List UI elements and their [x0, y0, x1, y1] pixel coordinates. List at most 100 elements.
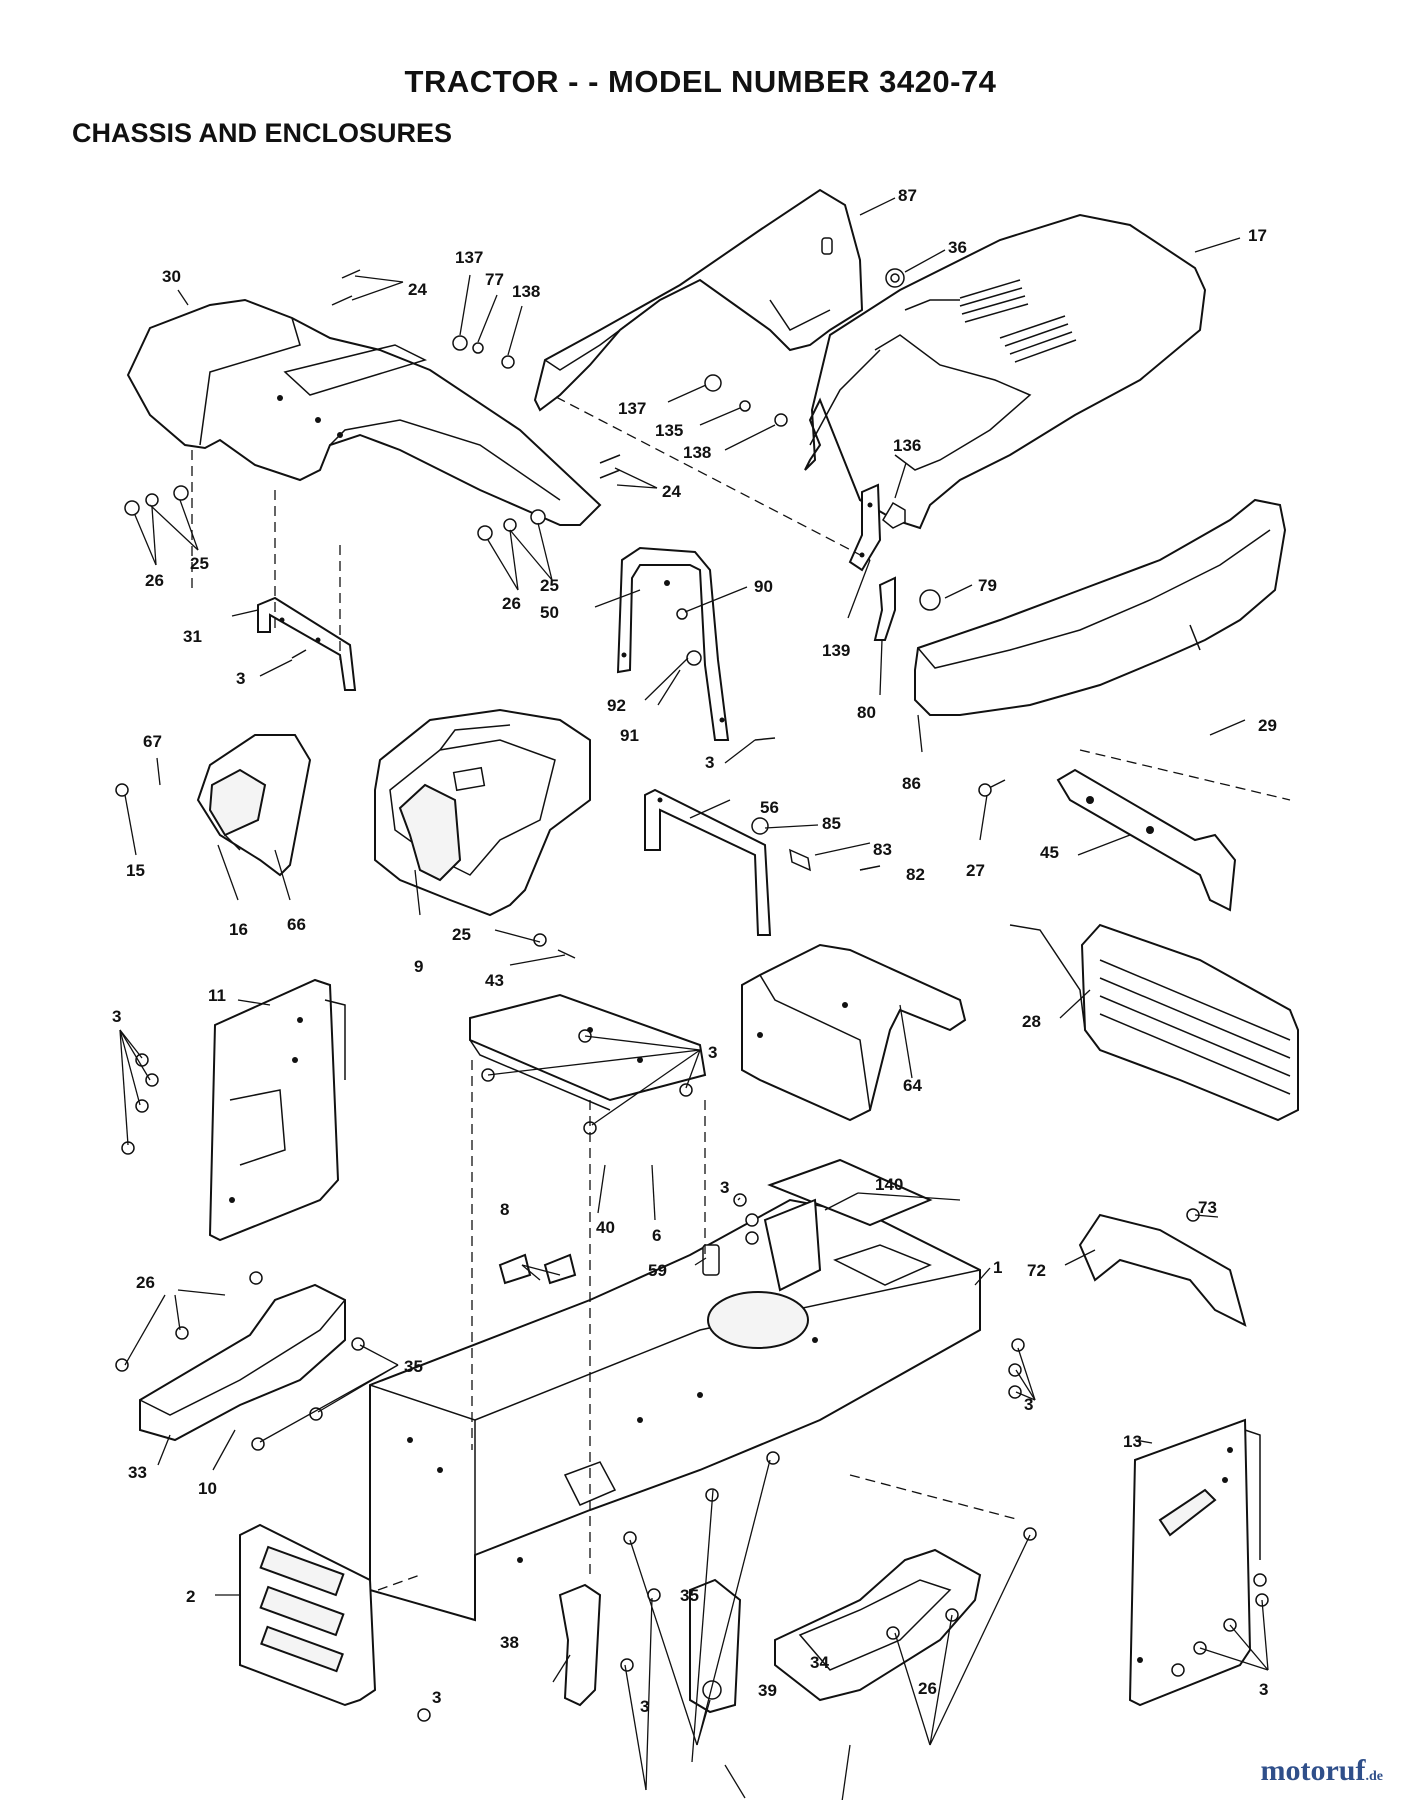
- callout-3: 3: [432, 1688, 441, 1707]
- callout-27: 27: [966, 861, 985, 880]
- callout-38: 38: [500, 1633, 519, 1652]
- callout-83: 83: [873, 840, 892, 859]
- callout-35: 35: [680, 1586, 699, 1605]
- part-87-hood-side-panel: [533, 188, 864, 412]
- callout-135: 135: [655, 421, 683, 440]
- part-17-hood: [804, 213, 1207, 530]
- watermark-suffix: .de: [1365, 1769, 1384, 1784]
- callout-17: 17: [1248, 226, 1267, 245]
- callout-31: 31: [183, 627, 202, 646]
- part-50-dash-bracket: [616, 546, 730, 741]
- callout-3: 3: [112, 1007, 121, 1026]
- callout-3: 3: [1259, 1680, 1268, 1699]
- callout-3: 3: [236, 669, 245, 688]
- callout-90: 90: [754, 577, 773, 596]
- callout-138: 138: [512, 282, 540, 301]
- section-title: CHASSIS AND ENCLOSURES: [72, 118, 453, 148]
- callout-72: 72: [1027, 1261, 1046, 1280]
- callout-15: 15: [126, 861, 145, 880]
- callout-6: 6: [652, 1226, 661, 1245]
- part-140-bracket: [763, 1198, 822, 1292]
- callout-91: 91: [620, 726, 639, 745]
- part-38-bracket: [558, 1583, 602, 1707]
- callout-9: 9: [414, 957, 423, 976]
- callout-40: 40: [596, 1218, 615, 1237]
- alignment-lines: [191, 396, 1291, 1591]
- callout-139: 139: [822, 641, 850, 660]
- part-56-bracket: [644, 788, 772, 936]
- callout-73: 73: [1198, 1198, 1217, 1217]
- callout-3: 3: [705, 753, 714, 772]
- callout-43: 43: [485, 971, 504, 990]
- callout-24: 24: [662, 482, 681, 501]
- callout-16: 16: [229, 920, 248, 939]
- callout-64: 64: [903, 1076, 922, 1095]
- callout-82: 82: [906, 865, 925, 884]
- watermark-name: motoruf: [1260, 1754, 1366, 1787]
- part-45-grille-bracket: [1056, 768, 1237, 912]
- callout-26: 26: [145, 571, 164, 590]
- part-11-left-side-panel: [208, 978, 346, 1242]
- part-9-dash-console: [374, 708, 591, 917]
- callout-39: 39: [758, 1681, 777, 1700]
- callout-140: 140: [875, 1175, 903, 1194]
- callout-137: 137: [618, 399, 646, 418]
- callout-29: 29: [1258, 716, 1277, 735]
- part-139-hood-bracket: [848, 483, 882, 572]
- callout-36: 36: [948, 238, 967, 257]
- part-30-rear-fender: [126, 298, 602, 526]
- callout-26: 26: [136, 1273, 155, 1292]
- callout-56: 56: [760, 798, 779, 817]
- callout-25: 25: [540, 576, 559, 595]
- callout-11: 11: [208, 986, 226, 1005]
- part-1-main-frame: [369, 1158, 981, 1622]
- callout-labels: 30 24 137 77 138 87 36 17 137 135 138 13…: [112, 186, 1277, 1716]
- callout-77: 77: [485, 270, 504, 289]
- motoruf-watermark-logo: motoruf.de: [1261, 1754, 1383, 1788]
- part-31-mount-bracket: [257, 596, 357, 691]
- page-title: TRACTOR - - MODEL NUMBER 3420-74: [404, 64, 997, 99]
- callout-26: 26: [918, 1679, 937, 1698]
- callout-45: 45: [1040, 843, 1059, 862]
- part-13-right-side-panel: [1128, 1418, 1261, 1707]
- part-8-clip: [498, 1253, 577, 1285]
- part-2-front-plate: [239, 1523, 377, 1707]
- callout-13: 13: [1123, 1432, 1142, 1451]
- callout-10: 10: [198, 1479, 217, 1498]
- callout-3: 3: [720, 1178, 729, 1197]
- callout-85: 85: [822, 814, 841, 833]
- part-64-steering-support: [741, 943, 967, 1122]
- callout-86: 86: [902, 774, 921, 793]
- part-39-bracket: [689, 1578, 742, 1714]
- part-33-left-footrest: [139, 1283, 346, 1442]
- callout-28: 28: [1022, 1012, 1041, 1031]
- callout-59: 59: [648, 1261, 667, 1280]
- callout-24: 24: [408, 280, 427, 299]
- callout-35: 35: [404, 1357, 423, 1376]
- leader-lines: [119, 197, 1269, 1800]
- callout-3: 3: [708, 1043, 717, 1062]
- callout-34: 34: [810, 1653, 829, 1672]
- callout-30: 30: [162, 267, 181, 286]
- callout-2: 2: [186, 1587, 195, 1606]
- part-34-right-footrest: [774, 1548, 982, 1702]
- part-6-tray-plate: [469, 993, 707, 1111]
- callout-3: 3: [1024, 1395, 1033, 1414]
- part-72-bracket: [1078, 1213, 1247, 1327]
- callout-8: 8: [500, 1200, 509, 1219]
- callout-92: 92: [607, 696, 626, 715]
- callout-136: 136: [893, 436, 921, 455]
- callout-67: 67: [143, 732, 162, 751]
- part-28-grille: [1009, 923, 1299, 1122]
- callout-80: 80: [857, 703, 876, 722]
- callout-138: 138: [683, 443, 711, 462]
- callout-25: 25: [452, 925, 471, 944]
- callout-25: 25: [190, 554, 209, 573]
- callout-66: 66: [287, 915, 306, 934]
- callout-26: 26: [502, 594, 521, 613]
- callout-33: 33: [128, 1463, 147, 1482]
- callout-79: 79: [978, 576, 997, 595]
- callout-3: 3: [640, 1697, 649, 1716]
- part-66-steering-shroud: [196, 734, 312, 877]
